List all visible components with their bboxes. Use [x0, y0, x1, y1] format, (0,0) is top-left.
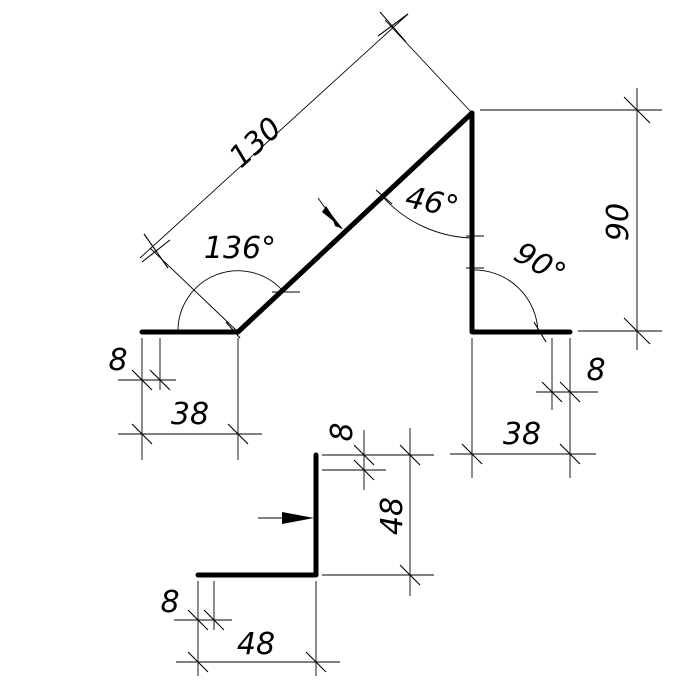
top-right-hem-label: 8	[586, 353, 605, 388]
slope-length-label: 130	[223, 111, 289, 175]
bottom-horizontal-label: 48	[237, 627, 275, 662]
height-label: 90	[601, 203, 636, 241]
tl-hem-tick-a	[131, 369, 153, 391]
top-left-flange-label: 38	[171, 397, 209, 432]
left-bend-arc	[177, 270, 283, 333]
bh-hem-tick-b	[203, 609, 225, 631]
left-bend-label: 136°	[204, 231, 276, 266]
bottom-vertical-label: 48	[375, 497, 410, 535]
right-bend-label: 90°	[508, 235, 572, 292]
bv-tick-top	[399, 444, 421, 466]
bv-hem-tick-b	[353, 459, 375, 481]
slope-inside-marker	[317, 197, 343, 230]
slope-tick-left-b	[141, 239, 171, 263]
slope-tick-right-b	[377, 13, 409, 37]
height-tick-bottom	[623, 317, 651, 345]
left-bend-angle: 136°	[168, 231, 300, 339]
slope-extension-right	[384, 19, 473, 114]
angle-marker-arrow	[282, 512, 314, 524]
bottom-horizontal-hem-label: 8	[160, 585, 179, 620]
apex-arc	[381, 195, 473, 239]
angle-profile	[195, 452, 319, 578]
slope-marker-head	[331, 214, 343, 229]
bh-tick-b	[305, 651, 327, 673]
tr-flange-tick-a	[461, 443, 483, 465]
top-left-dimensions: 8 38	[108, 338, 262, 460]
top-right-flange-label: 38	[503, 417, 541, 452]
bottom-vertical-hem-label: 8	[325, 422, 360, 441]
apex-angle-label: 46°	[402, 180, 461, 225]
tl-flange-tick-a	[131, 423, 153, 445]
tr-hem-tick-a	[541, 381, 563, 403]
top-right-dimensions: 8 38	[450, 338, 606, 478]
bh-hem-tick-a	[187, 609, 209, 631]
right-bend-angle: 90°	[466, 235, 572, 343]
right-bend-arc	[471, 269, 539, 333]
bottom-horizontal-dimensions: 8 48	[160, 581, 340, 676]
tr-flange-tick-b	[559, 443, 581, 465]
left-bend-tick-c	[225, 321, 241, 339]
tr-hem-tick-b	[559, 381, 581, 403]
top-left-hem-label: 8	[108, 343, 127, 378]
slope-dimension: 130	[139, 11, 473, 333]
ridge-profile	[139, 110, 573, 335]
height-dimension: 90	[480, 88, 662, 350]
tl-hem-tick-b	[149, 369, 171, 391]
bottom-vertical-dimensions: 8 48	[322, 422, 434, 596]
apex-tick-a	[375, 189, 393, 205]
slope-dimension-line	[139, 13, 409, 259]
right-bend-tick-b	[533, 321, 547, 343]
bv-hem-tick-a	[353, 444, 375, 466]
ridge-profile-line	[139, 110, 573, 335]
bh-tick-a	[187, 651, 209, 673]
height-tick-top	[623, 96, 651, 124]
bv-tick-bottom	[399, 564, 421, 586]
tl-flange-tick-b	[227, 423, 249, 445]
angle-profile-line	[195, 452, 319, 578]
slope-tick-right-a	[379, 11, 407, 43]
angle-inside-marker	[258, 512, 314, 524]
